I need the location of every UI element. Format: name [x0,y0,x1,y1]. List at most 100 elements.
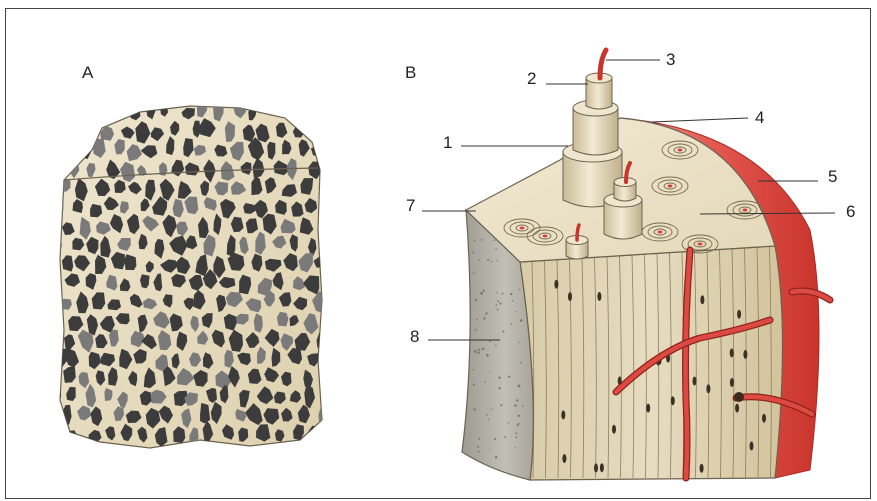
speckle [522,405,524,407]
speckle [519,289,520,290]
speckle [478,451,480,453]
speckle [478,349,480,351]
speckle [485,381,486,382]
haversian-canal [520,227,525,230]
speckle [486,354,489,357]
haversian-canal [658,231,663,234]
speckle [483,317,485,319]
speckle [510,293,512,295]
pore [72,103,84,125]
pore [52,277,60,290]
lacuna [730,348,734,357]
haversian-canal [678,149,683,152]
speckle [489,372,490,373]
speckle [496,292,497,293]
pore [317,333,330,350]
callout-2: 2 [527,70,536,87]
speckle [503,331,505,333]
speckle [495,456,497,458]
speckle [481,239,483,241]
speckle [472,252,474,254]
pore [108,104,123,121]
speckle [516,399,518,401]
speckle [497,260,498,261]
callout-3: 3 [666,51,675,68]
lacuna [737,310,741,319]
speckle [473,369,475,371]
speckle [515,436,517,438]
pore [52,311,63,326]
pore [48,238,62,250]
speckle [518,385,521,388]
speckle [478,260,480,262]
lacuna [693,377,697,386]
lacuna [562,454,566,463]
lacuna [612,425,616,434]
speckle [482,348,485,351]
callout-5: 5 [828,168,837,185]
lacuna [762,414,766,423]
lacuna [743,350,747,359]
speckle [515,311,516,312]
speckle [487,259,489,261]
haversian-canal [668,185,673,188]
speckle [495,248,497,250]
speckle [489,340,491,342]
speckle [497,300,499,302]
lacuna [600,463,604,472]
speckle [479,438,481,440]
pore [317,106,332,123]
speckle [495,304,497,306]
speckle [483,290,485,292]
callout-4: 4 [755,109,764,126]
lacuna [750,441,754,450]
pore [91,105,102,120]
speckle [477,446,479,448]
speckle [518,342,519,343]
speckle [476,319,478,321]
speckle [517,423,519,425]
speckle [491,261,493,263]
speckle [489,449,490,450]
speckle [502,293,504,295]
speckle [497,309,499,311]
lacuna [735,404,739,413]
callout-6: 6 [846,203,855,220]
speckle [512,300,513,301]
speckle [473,273,475,275]
lacuna [700,464,704,473]
speckle [508,376,510,378]
speckle [520,362,522,364]
pore [50,157,59,175]
speckle [480,292,483,295]
pore [51,122,67,147]
lacuna [594,463,598,472]
pore [57,108,68,122]
lacuna [700,295,704,304]
pore [306,121,317,138]
compact-bone-wedge-illustration [462,50,830,480]
speckle [499,302,501,304]
speckle [494,438,496,440]
speckle [515,447,516,448]
speckle [474,240,476,242]
pore [319,216,328,232]
haversian-canal [543,235,548,238]
lacuna [706,384,710,393]
speckle [518,415,520,417]
lacuna [554,280,558,289]
spongy-bone-illustration [48,97,332,448]
speckle [515,433,517,435]
speckle [473,383,475,385]
speckle [511,323,513,325]
pore [62,143,78,156]
speckle [500,404,502,406]
pore [129,101,140,120]
pore [297,108,307,119]
speckle [473,408,475,410]
speckle [514,404,517,407]
speckle [491,409,492,410]
lacuna [561,410,565,419]
speckle [498,387,500,389]
speckle [475,299,477,301]
